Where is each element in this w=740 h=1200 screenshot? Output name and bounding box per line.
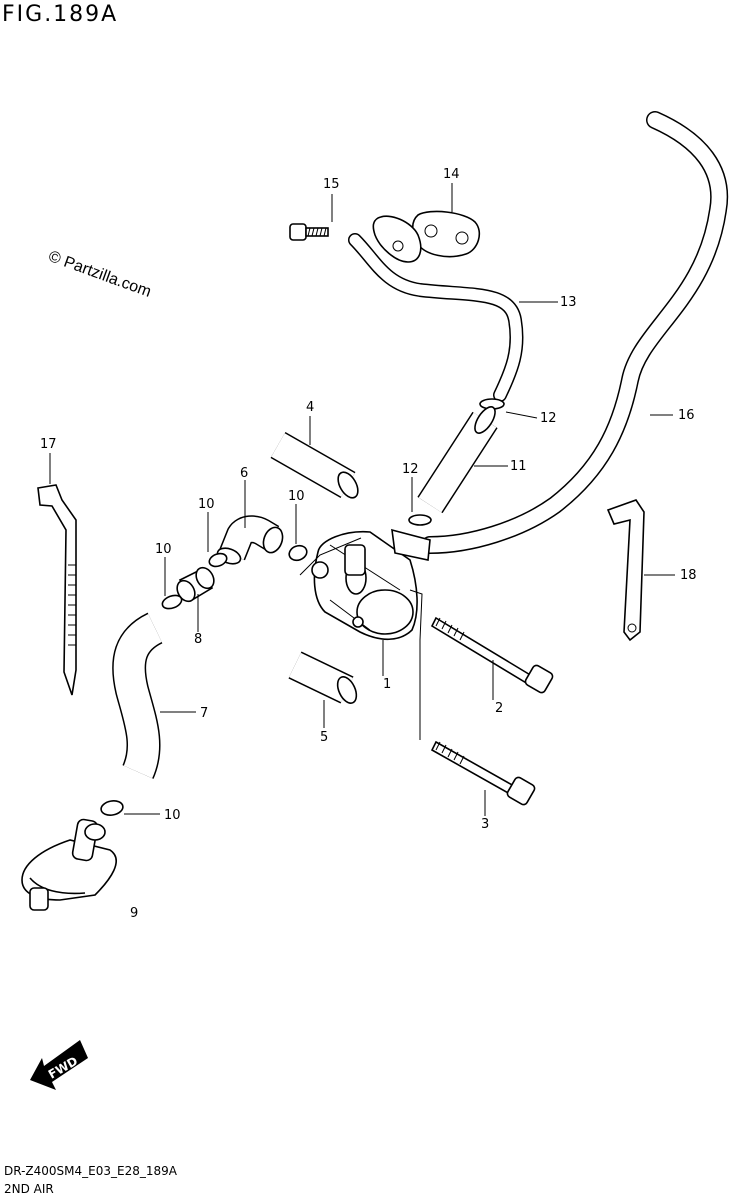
hose-7[interactable] (112, 612, 164, 779)
callout-10-b: 10 (155, 542, 172, 557)
callout-1: 1 (383, 677, 391, 692)
callout-9: 9 (130, 906, 138, 921)
leader-lines (49, 183, 675, 816)
reed-valve-9[interactable] (21, 818, 117, 911)
callout-10-a: 10 (198, 497, 215, 512)
bolt-3[interactable] (430, 740, 536, 806)
elbow-hose-6[interactable] (215, 515, 286, 567)
callout-14: 14 (443, 167, 460, 182)
callout-11: 11 (510, 459, 527, 474)
callout-labels: 15 14 13 12 11 12 16 17 18 4 6 10 10 10 … (40, 167, 697, 921)
callout-12-upper: 12 (540, 411, 557, 426)
clip-10-b[interactable] (207, 551, 228, 568)
bolt-2[interactable] (430, 616, 554, 694)
clip-10-c[interactable] (287, 543, 309, 562)
callout-15: 15 (323, 177, 340, 192)
fwd-arrow-icon: FWD (30, 1040, 88, 1090)
callout-16: 16 (678, 408, 695, 423)
callout-12-lower: 12 (402, 462, 419, 477)
joint-pipe-8[interactable] (174, 564, 218, 604)
gasket-14[interactable] (411, 210, 481, 258)
hose-11[interactable] (417, 404, 499, 514)
callout-5: 5 (320, 730, 328, 745)
callout-18: 18 (680, 568, 697, 583)
bolt-15[interactable] (289, 223, 329, 241)
callout-7: 7 (200, 706, 208, 721)
callout-10-d: 10 (164, 808, 181, 823)
callout-13: 13 (560, 295, 577, 310)
clamp-12-lower[interactable] (408, 514, 432, 526)
bracket-18[interactable] (606, 499, 645, 642)
hose-16[interactable] (421, 111, 729, 554)
callout-3: 3 (481, 817, 489, 832)
hose-5[interactable] (288, 651, 360, 706)
callout-6: 6 (240, 466, 248, 481)
figure-title: FIG.189A (2, 2, 119, 27)
air-control-valve-1[interactable] (311, 528, 431, 641)
section-name: 2ND AIR (4, 1182, 54, 1196)
callout-8: 8 (194, 632, 202, 647)
callout-2: 2 (495, 701, 503, 716)
clip-10-d[interactable] (100, 799, 124, 817)
pipe-13-flange (372, 215, 422, 263)
clip-10-a[interactable] (161, 593, 184, 611)
model-code: DR-Z400SM4_E03_E28_189A (4, 1164, 177, 1178)
callout-17: 17 (40, 437, 57, 452)
pipe-13[interactable] (348, 233, 524, 402)
callout-4: 4 (306, 400, 314, 415)
callout-10-c: 10 (288, 489, 305, 504)
tie-strap-17[interactable] (37, 484, 77, 696)
hose-4[interactable] (270, 431, 362, 501)
